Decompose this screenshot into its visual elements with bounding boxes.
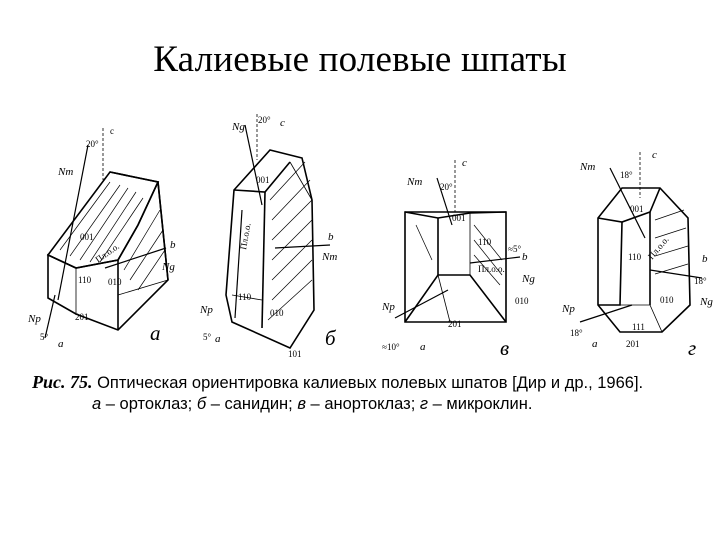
face-010-v: 010 [515, 296, 529, 306]
label-angle-bottom-v: ≈10° [382, 342, 400, 352]
label-angle-bottom-a: 5° [40, 332, 49, 342]
face-111-g: 111 [632, 322, 645, 332]
crystal-letter-g: г [688, 336, 696, 360]
caption-value-a: – ортоклаз; [101, 395, 197, 413]
caption-value-g: – микроклин. [428, 395, 533, 413]
label-ng-g: Ng [699, 296, 713, 308]
label-b-v: b [522, 251, 528, 263]
face-001-a: 001 [80, 232, 94, 242]
caption-key-b: б [196, 395, 207, 413]
label-nm-g: Nm [579, 161, 595, 173]
caption-value-v: – анортоклаз; [305, 395, 420, 413]
plane-label-v: Пл.о.о. [478, 264, 505, 274]
label-b-b: b [328, 231, 334, 243]
slide-title: Калиевые полевые шпаты [153, 39, 567, 80]
face-001-b: 001 [256, 175, 270, 185]
label-b-a: b [170, 239, 176, 251]
label-angle-top-a: 20° [86, 139, 99, 149]
face-001-g: 001 [630, 204, 644, 214]
caption-key-v: в [297, 395, 306, 413]
caption-key-a: а [92, 395, 102, 413]
caption-key-g: г [419, 395, 429, 413]
face-201-a: 201 [75, 312, 89, 322]
face-110-g: 110 [628, 252, 642, 262]
crystal-figure: c 20° Nm 001 110 010 201 b Ng Np 5° a Пл… [27, 114, 713, 360]
label-c-g: c [652, 149, 657, 161]
label-np-b: Np [199, 304, 213, 316]
crystal-g: Nm 18° c 001 110 010 201 111 b 18° Ng Np… [561, 149, 713, 360]
label-b-g: b [702, 253, 708, 265]
face-010-a: 010 [108, 277, 122, 287]
label-np-g: Np [561, 303, 575, 315]
crystal-b: Ng 20° c 001 110 010 101 b Nm Np 5° a Пл… [199, 114, 337, 359]
face-110-a: 110 [78, 275, 92, 285]
caption-line-2: а – ортоклаз; б – санидин; в – анортокла… [32, 394, 720, 415]
label-a-v: a [420, 341, 426, 353]
face-201-g: 201 [626, 339, 640, 349]
face-110-v: 110 [478, 237, 492, 247]
label-angle-bottom-b: 5° [203, 332, 212, 342]
face-001-v: 001 [452, 213, 466, 223]
caption-text: Оптическая ориентировка калиевых полевых… [92, 374, 644, 392]
caption-lead: Рис. 75. [32, 372, 93, 392]
face-010-b: 010 [270, 308, 284, 318]
label-nm-v: Nm [406, 176, 422, 188]
figure-caption: Рис. 75. Оптическая ориентировка калиевы… [32, 372, 720, 415]
label-angle-right-g: 18° [694, 276, 707, 286]
crystal-letter-v: в [500, 336, 509, 360]
label-angle-top-b: 20° [258, 115, 271, 125]
crystal-v: c Nm 20° 001 110 010 201 b ≈5° Ng Np ≈10… [381, 157, 535, 360]
crystal-a: c 20° Nm 001 110 010 201 b Ng Np 5° a Пл… [27, 126, 176, 350]
label-angle-top-g: 18° [620, 170, 633, 180]
caption-value-b: – санидин; [206, 395, 298, 413]
label-np-v: Np [381, 301, 395, 313]
label-angle-right-v: ≈5° [508, 244, 521, 254]
crystal-letter-a: а [150, 321, 161, 345]
face-110-b: 110 [238, 292, 252, 302]
face-201-v: 201 [448, 319, 462, 329]
label-a-g: a [592, 338, 598, 350]
label-ng-b: Ng [231, 121, 245, 133]
plane-label-a: Пл.о.о. [93, 241, 121, 265]
face-101-b: 101 [288, 349, 302, 359]
label-c-a: c [110, 126, 114, 136]
label-ng-a: Ng [161, 261, 175, 273]
plane-label-b: Пл.о.о. [238, 222, 252, 250]
label-ng-v: Ng [521, 273, 535, 285]
label-c-b: c [280, 117, 285, 129]
face-010-g: 010 [660, 295, 674, 305]
label-c-v: c [462, 157, 467, 169]
label-nm-b: Nm [321, 251, 337, 263]
label-a-a: a [58, 338, 64, 350]
crystal-letter-b: б [325, 326, 337, 350]
label-a-b: a [215, 333, 221, 345]
label-angle-bottom-g: 18° [570, 328, 583, 338]
label-nm-a: Nm [57, 166, 73, 178]
label-np-a: Np [27, 313, 41, 325]
label-angle-top-v: 20° [440, 182, 453, 192]
caption-line-1: Рис. 75. Оптическая ориентировка калиевы… [32, 372, 720, 394]
